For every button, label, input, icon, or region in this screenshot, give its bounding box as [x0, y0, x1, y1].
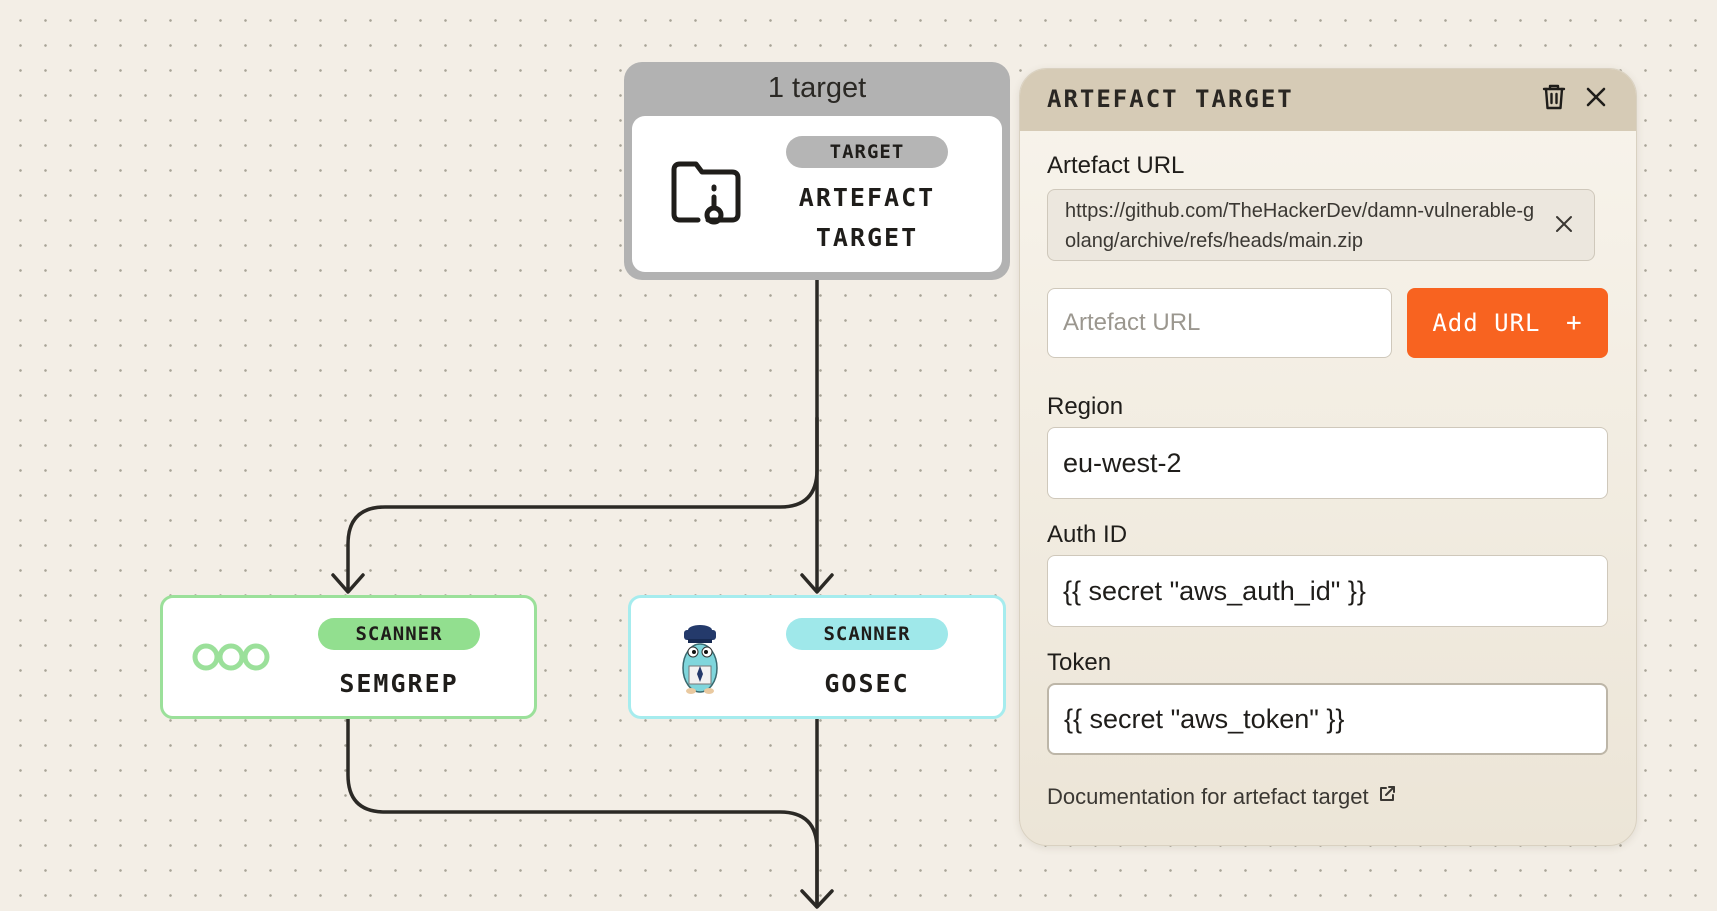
trash-icon: [1542, 83, 1566, 116]
add-url-label: Add URL: [1432, 309, 1541, 337]
token-input[interactable]: [1047, 683, 1608, 755]
panel-header: ARTEFACT TARGET: [1020, 69, 1636, 131]
documentation-link[interactable]: Documentation for artefact target: [1047, 784, 1397, 810]
gopher-logo-icon: [675, 624, 725, 699]
panel-title: ARTEFACT TARGET: [1047, 85, 1294, 113]
external-link-icon: [1377, 784, 1397, 810]
token-label: Token: [1047, 649, 1112, 676]
documentation-link-text: Documentation for artefact target: [1047, 784, 1369, 809]
delete-button[interactable]: [1538, 83, 1570, 115]
artefact-url-value: https://github.com/TheHackerDev/damn-vul…: [1065, 200, 1535, 252]
semgrep-scanner-node[interactable]: SCANNER SEMGREP: [160, 595, 537, 719]
artefact-target-node[interactable]: TARGET ARTEFACT TARGET: [632, 116, 1002, 272]
edge-target-to-semgrep: [346, 416, 819, 590]
target-badge: TARGET: [786, 136, 948, 168]
plus-icon: +: [1565, 308, 1583, 338]
gosec-label: GOSEC: [824, 669, 910, 698]
region-label: Region: [1047, 393, 1124, 420]
remove-url-button[interactable]: [1548, 210, 1580, 242]
folder-lock-icon: [668, 160, 744, 233]
add-url-button[interactable]: Add URL +: [1407, 288, 1608, 358]
gosec-badge: SCANNER: [786, 618, 948, 650]
target-group[interactable]: 1 target TARGET ARTEFACT TARGET: [624, 62, 1010, 280]
arrowhead-gosec: [800, 573, 834, 594]
new-artefact-url-input[interactable]: [1047, 288, 1392, 358]
auth-id-label: Auth ID: [1047, 521, 1128, 548]
close-icon: [1555, 215, 1573, 238]
artefact-target-panel: ARTEFACT TARGET Artefact URL: [1019, 68, 1637, 846]
auth-id-input[interactable]: [1047, 555, 1608, 627]
arrowhead-next: [800, 889, 834, 909]
arrowhead-semgrep: [331, 573, 365, 594]
group-title: 1 target: [767, 72, 867, 104]
close-panel-button[interactable]: [1580, 83, 1612, 115]
close-icon: [1585, 86, 1607, 113]
semgrep-logo-icon: [191, 640, 271, 679]
target-label-line1: ARTEFACT: [798, 183, 936, 212]
artefact-url-chip: https://github.com/TheHackerDev/damn-vul…: [1047, 189, 1595, 261]
edge-semgrep-to-next: [346, 717, 819, 907]
gosec-scanner-node[interactable]: SCANNER GOSEC: [628, 595, 1006, 719]
target-label-line2: TARGET: [815, 223, 919, 252]
artefact-url-label: Artefact URL: [1047, 152, 1185, 179]
region-input[interactable]: [1047, 427, 1608, 499]
semgrep-label: SEMGREP: [339, 669, 459, 698]
semgrep-badge: SCANNER: [318, 618, 480, 650]
